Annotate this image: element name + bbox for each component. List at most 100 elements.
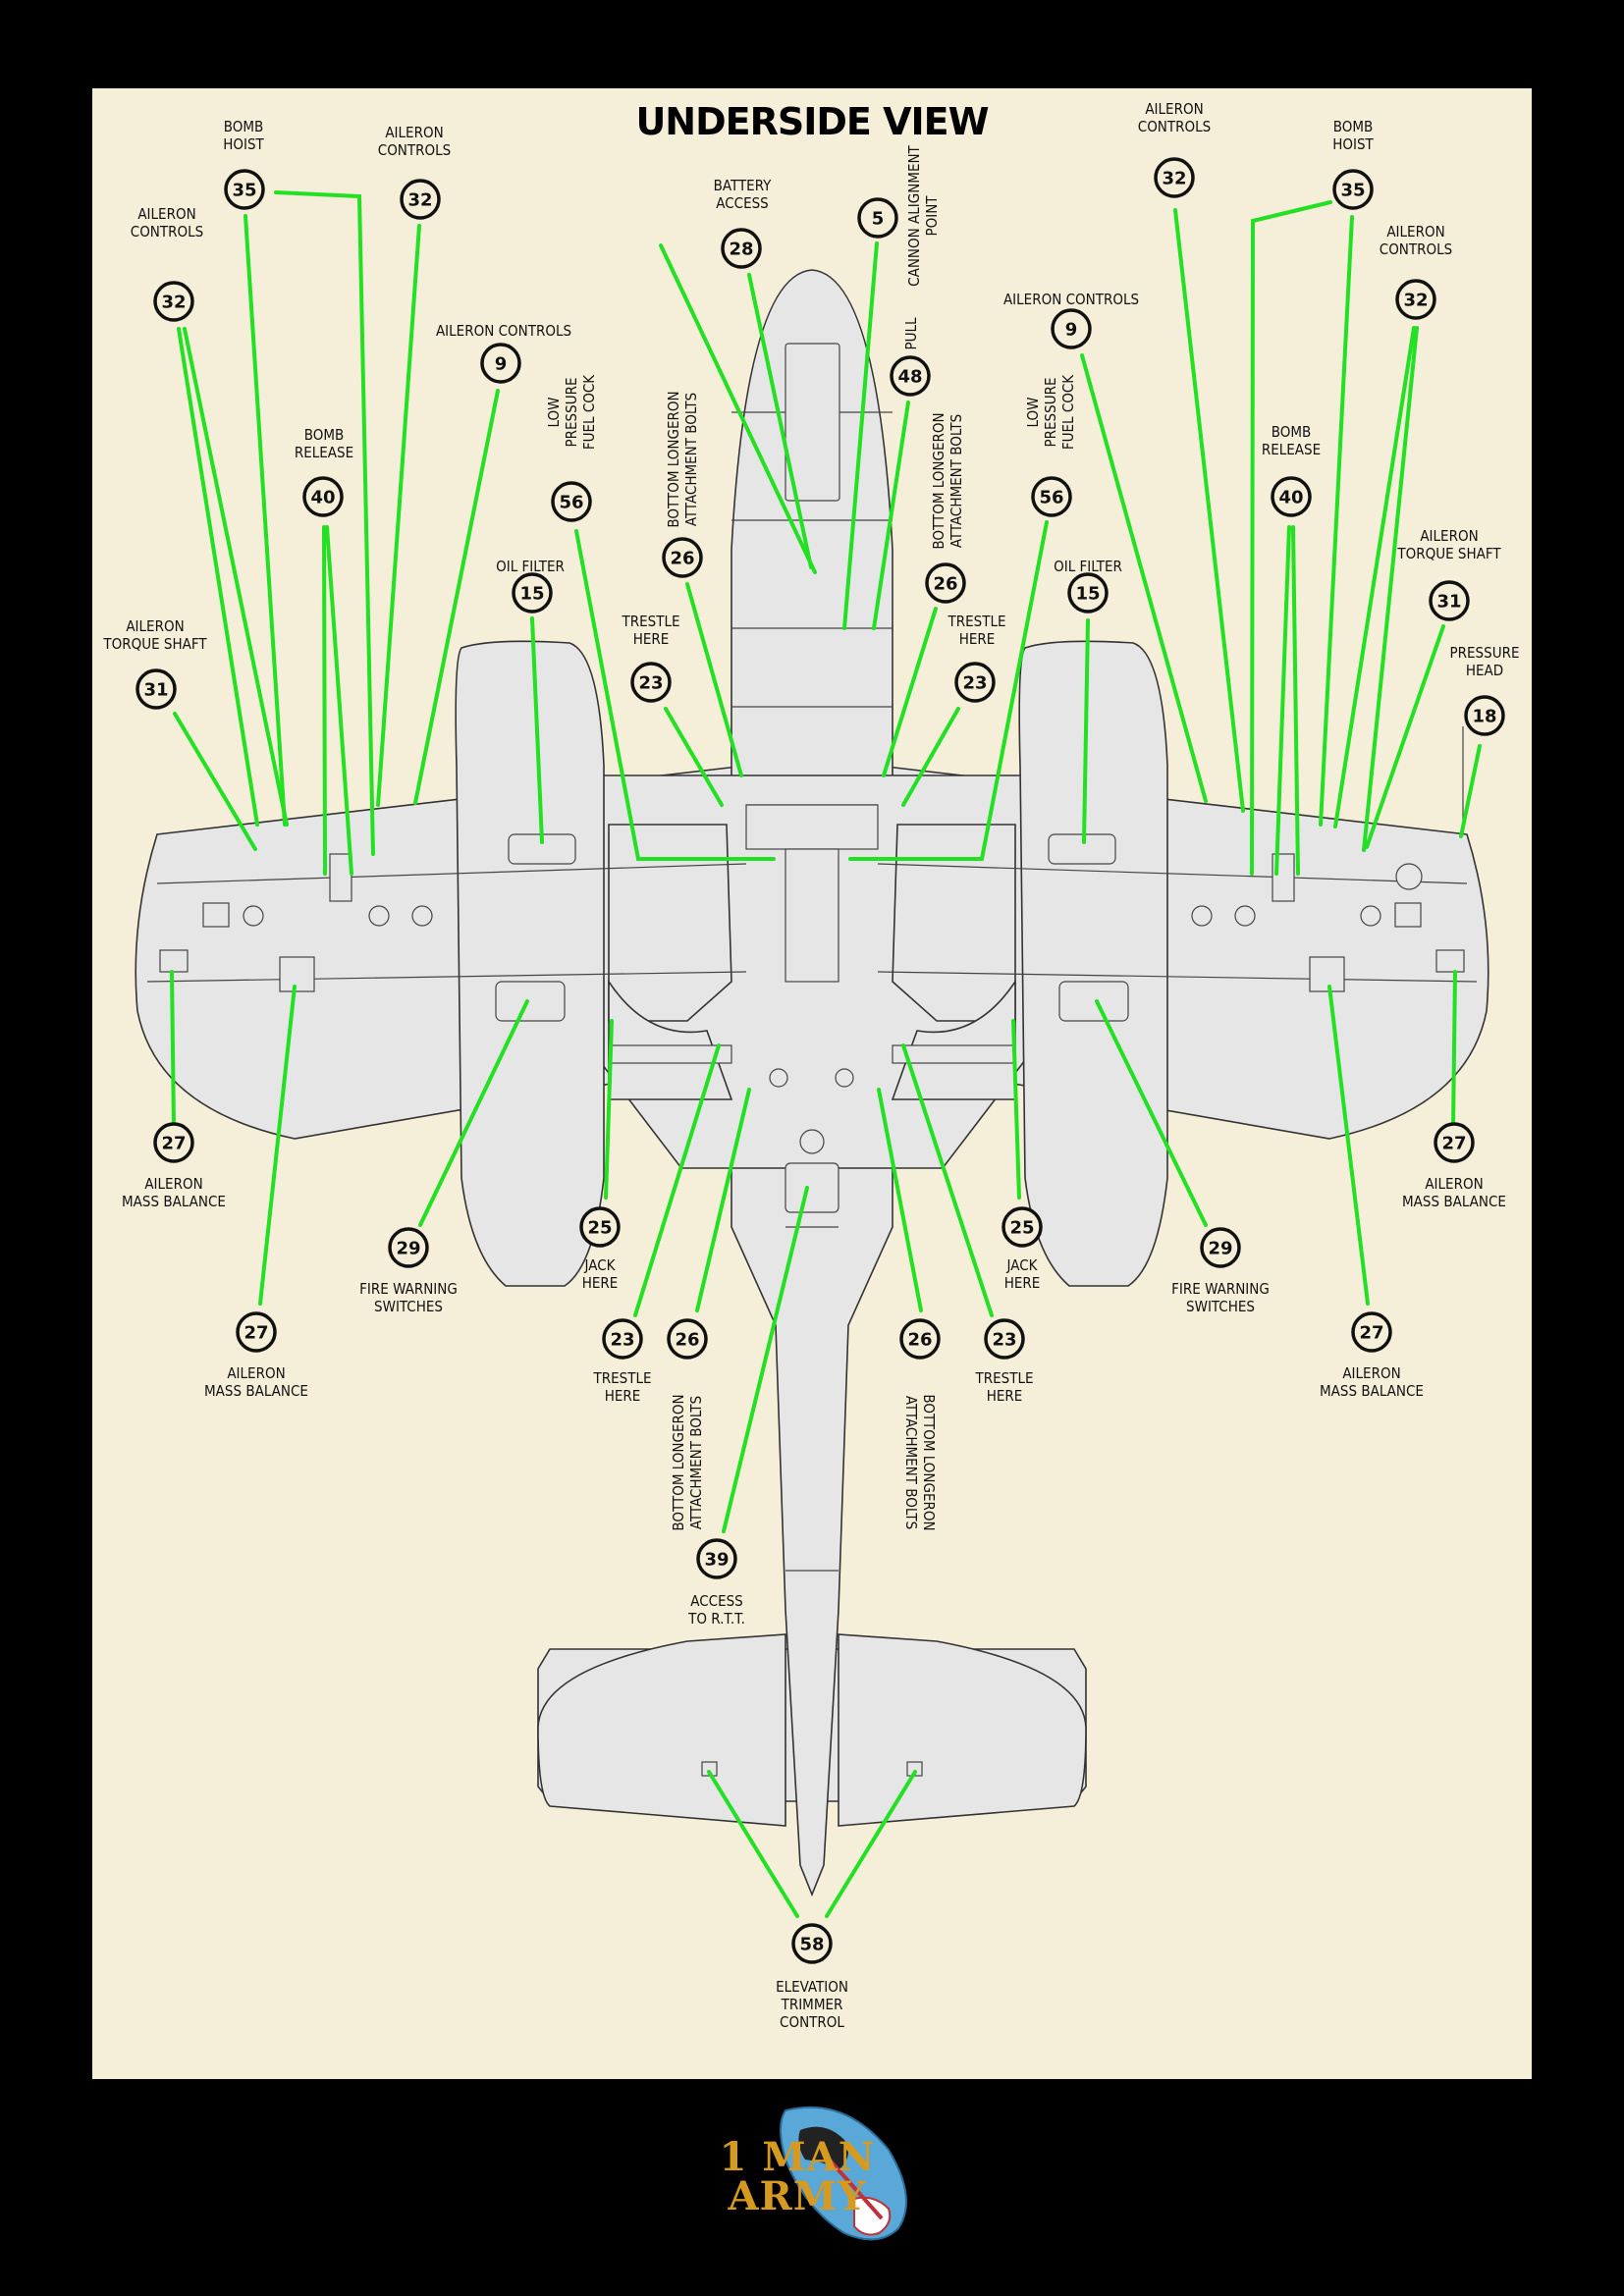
callout-number: 23 (638, 673, 663, 694)
callout-number: 32 (1162, 169, 1186, 189)
callout-number: 32 (407, 190, 432, 211)
callout-number: 26 (907, 1330, 932, 1351)
callout-badge (1067, 572, 1109, 614)
callout-label: BOTTOM LONGERONATTACHMENT BOLTS (902, 1394, 938, 1530)
callout-label: BOTTOM LONGERONATTACHMENT BOLTS (665, 391, 700, 527)
callout-badge (925, 562, 966, 604)
callout-number: 15 (519, 584, 544, 605)
callout-number: 32 (161, 293, 186, 313)
callout-badge (579, 1206, 621, 1248)
callout-number: 25 (587, 1218, 612, 1239)
callout-number: 58 (799, 1935, 824, 1955)
callout-number: 26 (670, 549, 694, 569)
callout-26: 26 BOTTOM LONGERONATTACHMENT BOLTS (662, 391, 703, 578)
callout-badge (721, 228, 762, 269)
callout-number: 23 (962, 673, 987, 694)
callout-number: 29 (1208, 1239, 1232, 1259)
callout-badge (512, 572, 553, 614)
callout-badge (602, 1318, 643, 1360)
callout-badge (1031, 476, 1072, 517)
aircraft-underside-outline (135, 269, 1489, 1897)
callout-number: 48 (897, 367, 922, 388)
callout-56: 56 LOWPRESSUREFUEL COCK (545, 374, 598, 522)
leader-lines (170, 190, 1482, 1918)
callout-number: 56 (559, 493, 583, 513)
callout-number: 31 (1436, 592, 1461, 613)
callout-badge (630, 662, 672, 703)
callout-badge (696, 1538, 737, 1579)
eagle-parachute-logo (780, 2106, 907, 2241)
callout-number: 18 (1472, 707, 1496, 727)
callout-badge (1271, 476, 1312, 517)
callout-label: BOTTOM LONGERONATTACHMENT BOLTS (670, 1394, 705, 1530)
callout-badge (1051, 308, 1092, 349)
callout-number: 56 (1039, 488, 1063, 508)
page-title: UNDERSIDE VIEW (635, 100, 989, 143)
callout-badge (667, 1318, 708, 1360)
callout-number: 25 (1009, 1218, 1034, 1239)
callout-badge (791, 1923, 833, 1964)
callout-badge (1001, 1206, 1043, 1248)
callout-number: 9 (495, 354, 508, 375)
callout-number: 39 (704, 1550, 729, 1571)
callout-badge (857, 197, 898, 239)
callout-number: 27 (161, 1134, 186, 1154)
callout-label: CANNON ALIGNMENTPOINT (905, 144, 941, 286)
callout-number: 40 (310, 488, 335, 508)
callout-badge (153, 1122, 194, 1163)
callout-label: AILERON CONTROLS (1003, 291, 1139, 308)
callout-label: LOWPRESSUREFUEL COCK (545, 374, 598, 450)
brand-wordmark: 1 MAN ARMY (709, 2138, 886, 2216)
callout-badge (899, 1318, 941, 1360)
callout-label: BOTTOM LONGERONATTACHMENT BOLTS (930, 412, 965, 549)
callout-number: 31 (143, 680, 168, 701)
callout-number: 35 (232, 181, 256, 201)
callout-label: LOWPRESSUREFUEL COCK (1024, 374, 1077, 450)
callout-badge (388, 1227, 429, 1268)
brand-line-1: 1 MAN (719, 2134, 876, 2180)
callout-badge (984, 1318, 1025, 1360)
